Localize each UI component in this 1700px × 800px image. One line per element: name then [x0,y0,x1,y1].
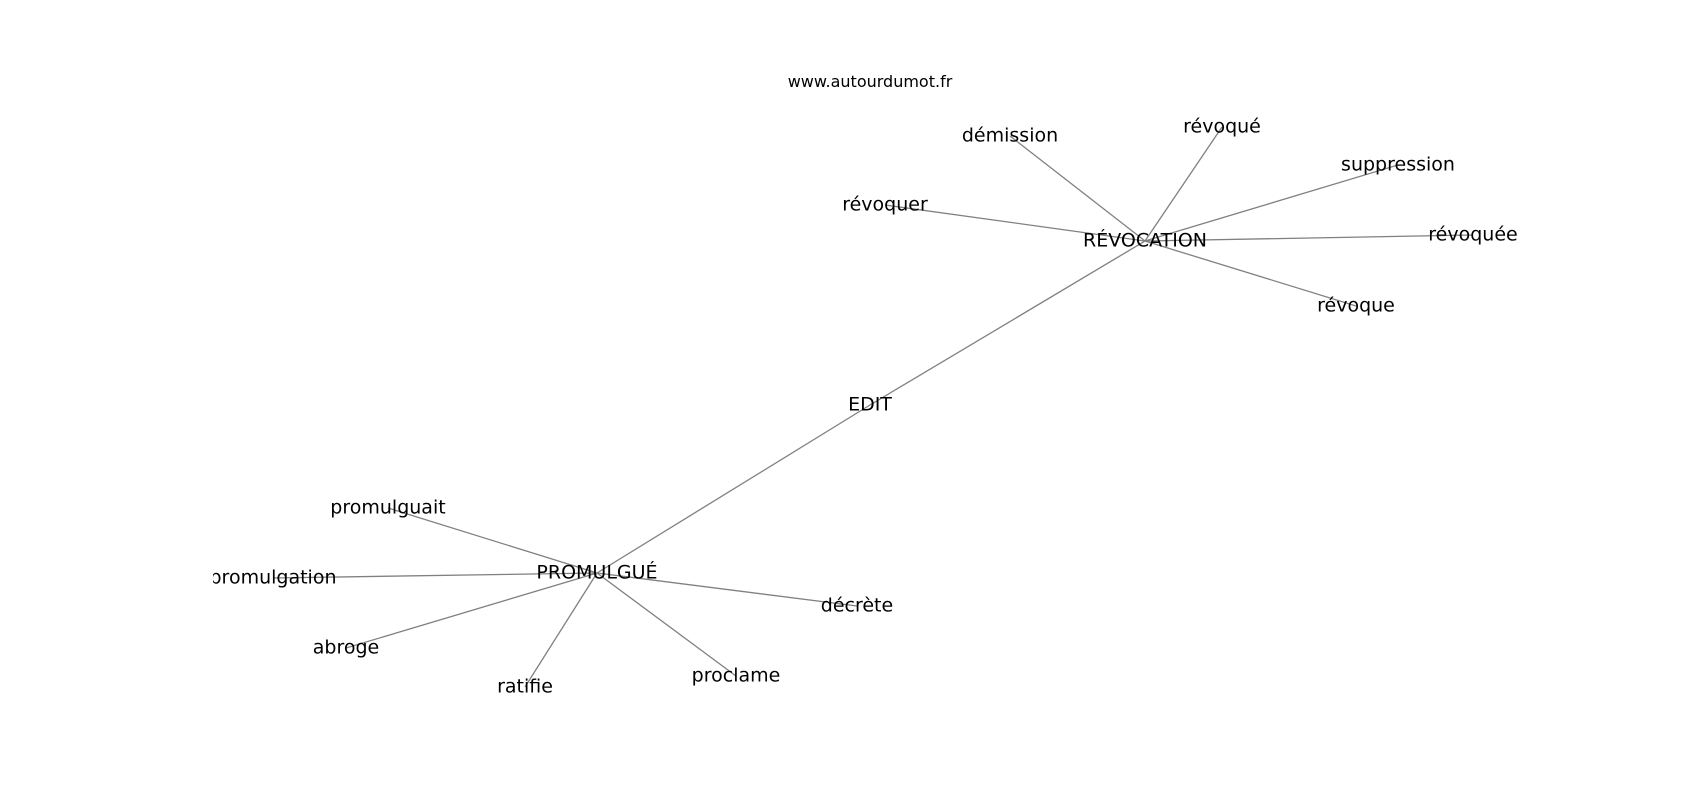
nodes: EDIT RÉVOCATION PROMULGUÉ démission révoqué s… [209,116,1518,698]
edge-promulgue-abroge [345,572,598,649]
node-promulgation[interactable]: promulgation [209,567,337,589]
node-revoquer[interactable]: révoquer [842,194,928,216]
node-revoque[interactable]: révoqué [1183,116,1261,138]
node-ratifie[interactable]: ratifie [497,676,553,698]
node-edit[interactable]: EDIT [848,394,892,416]
node-proclame[interactable]: proclame [692,665,781,687]
edge-promulgue-proclame [596,572,737,677]
node-demission[interactable]: démission [962,125,1058,147]
node-revocation[interactable]: RÉVOCATION [1083,229,1207,252]
edge-promulgue-ratifie [524,572,598,688]
edge-edit-revocation [869,240,1146,406]
edge-edit-promulgue [596,404,871,574]
node-promulguait[interactable]: promulguait [330,497,445,519]
edge-revocation-revoquer [884,204,1146,242]
edge-revocation-suppression [1144,164,1399,242]
edge-promulgue-promulgation [272,572,598,579]
node-revoquee[interactable]: révoquée [1428,224,1517,246]
node-abroge[interactable]: abroge [313,637,379,659]
edge-promulgue-decrete [596,572,858,607]
edge-revocation-revoque [1144,126,1223,242]
node-revoque2[interactable]: révoque [1317,295,1395,317]
edges [272,126,1474,688]
edge-revocation-demission [1009,135,1146,242]
node-suppression[interactable]: suppression [1341,154,1455,176]
node-decrete[interactable]: décrète [821,595,893,617]
node-promulgue[interactable]: PROMULGUÉ [536,561,657,584]
edge-revocation-revoque2 [1144,240,1357,307]
edge-promulgue-promulguait [387,507,598,574]
site-url: www.autourdumot.fr [788,72,953,91]
edge-revocation-revoquee [1144,234,1474,242]
